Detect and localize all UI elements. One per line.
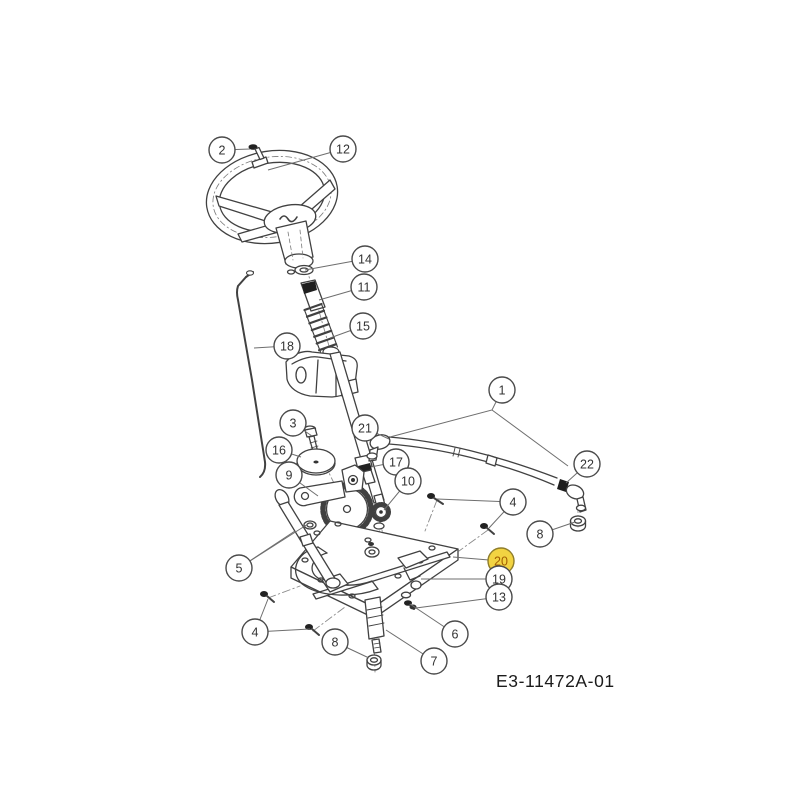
washer-disc-16	[296, 448, 336, 476]
callout-number: 10	[401, 475, 415, 489]
callout-number: 1	[499, 384, 506, 398]
steering-column-upper	[300, 279, 326, 312]
callout-number: 4	[510, 496, 517, 510]
tie-rod	[366, 434, 587, 532]
callout-number: 6	[452, 628, 459, 642]
leader-line-13	[415, 596, 500, 609]
callout-number: 9	[286, 469, 293, 483]
part-number-label: E3-11472A-01	[496, 671, 615, 691]
callout-12[interactable]: 12	[329, 135, 357, 163]
callout-circle	[279, 409, 307, 437]
callout-number: 8	[332, 636, 339, 650]
pinion-gear-10	[371, 502, 391, 530]
callout-circle	[351, 245, 379, 273]
leader-line-1	[389, 389, 503, 438]
callout-number: 14	[358, 253, 372, 267]
callout-3[interactable]: 3	[279, 409, 307, 437]
callout-number: 16	[272, 444, 286, 458]
drag-link-5	[274, 488, 341, 589]
callout-circle	[329, 135, 357, 163]
screw-4-bottom-left	[305, 624, 320, 636]
callout-16[interactable]: 16	[265, 436, 293, 464]
callout-number: 8	[537, 528, 544, 542]
bolt-13	[409, 604, 417, 610]
callout-circle	[394, 467, 422, 495]
callout-5[interactable]: 5	[225, 554, 253, 582]
callout-11[interactable]: 11	[350, 273, 378, 301]
callout-circle	[420, 647, 448, 675]
steering-wheel-illustration	[205, 149, 339, 269]
hex-nut-8-right	[569, 515, 587, 532]
callout-number: 20	[494, 555, 508, 569]
callout-circle	[488, 376, 516, 404]
callout-circle	[526, 520, 554, 548]
callout-8[interactable]: 8	[526, 520, 554, 548]
mounting-screws	[260, 493, 495, 636]
callout-circle	[349, 312, 377, 340]
callout-number: 11	[358, 281, 371, 295]
callout-1[interactable]: 1	[488, 376, 516, 404]
hex-nut-8-left	[366, 654, 382, 671]
callout-circle	[499, 488, 527, 516]
callout-circle	[485, 583, 513, 611]
callout-number: 18	[280, 340, 294, 354]
callout-circle	[350, 273, 378, 301]
callouts: 2 12 14 11 15 18 3 16 21 1 17 9 10 22 4 8 5 20 19 13 6 4 8 7	[208, 135, 601, 675]
control-rod-18	[236, 270, 267, 478]
callout-10[interactable]: 10	[394, 467, 422, 495]
callout-circle	[208, 136, 236, 164]
callout-circle	[441, 620, 469, 648]
callout-2[interactable]: 2	[208, 136, 236, 164]
callout-circle	[351, 414, 379, 442]
screw-4-top-right	[427, 493, 444, 505]
callout-number: 3	[290, 417, 297, 431]
callout-21[interactable]: 21	[351, 414, 379, 442]
wheel-bolt	[248, 144, 265, 161]
screw-4-bottom-right	[480, 523, 495, 535]
callout-4[interactable]: 4	[241, 618, 269, 646]
callout-18[interactable]: 18	[273, 332, 301, 360]
callout-number: 22	[580, 458, 594, 472]
callout-number: 2	[219, 144, 226, 158]
callout-15[interactable]: 15	[349, 312, 377, 340]
callout-7[interactable]: 7	[420, 647, 448, 675]
callout-number: 21	[358, 422, 372, 436]
leader-lines	[221, 148, 588, 662]
callout-number: 12	[336, 143, 350, 157]
callout-14[interactable]: 14	[351, 245, 379, 273]
leader-line-1	[491, 409, 569, 467]
callout-number: 15	[356, 320, 370, 334]
callout-number: 7	[431, 655, 438, 669]
callout-circle	[275, 461, 303, 489]
callout-22[interactable]: 22	[573, 450, 601, 478]
callout-circle	[573, 450, 601, 478]
callout-circle	[265, 436, 293, 464]
washer-14	[286, 264, 314, 276]
callout-number: 17	[389, 456, 403, 470]
callout-number: 13	[492, 591, 506, 605]
callout-number: 4	[252, 626, 259, 640]
callout-circle	[225, 554, 253, 582]
callout-number: 5	[236, 562, 243, 576]
lower-shaft-7	[364, 596, 385, 671]
screw-4-top-left	[260, 591, 275, 603]
callout-circle	[273, 332, 301, 360]
callout-8[interactable]: 8	[321, 628, 349, 656]
callout-circle	[241, 618, 269, 646]
callout-9[interactable]: 9	[275, 461, 303, 489]
callout-13[interactable]: 13	[485, 583, 513, 611]
callout-4[interactable]: 4	[499, 488, 527, 516]
wheel-logo	[279, 215, 298, 223]
callout-circle	[321, 628, 349, 656]
callout-number: 19	[492, 573, 506, 587]
callout-6[interactable]: 6	[441, 620, 469, 648]
